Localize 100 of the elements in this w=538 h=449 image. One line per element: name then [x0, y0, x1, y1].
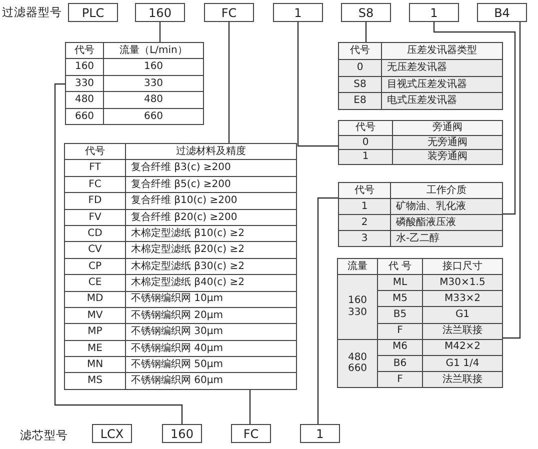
code-box: B4	[477, 3, 527, 22]
table-cell: ML	[378, 274, 422, 291]
table-cell: 160	[66, 58, 104, 76]
table-cell: ME	[64, 340, 126, 357]
table-cell: 复合纤维 β20(c) ≥200	[126, 209, 296, 226]
table-cell: MV	[64, 307, 126, 324]
connector-line	[297, 22, 338, 147]
table-cell: 0	[338, 135, 392, 150]
table-cell: 160 330	[338, 274, 378, 340]
code-box: LCX	[92, 424, 132, 443]
connector-line	[317, 197, 338, 424]
column-header: 代号	[66, 42, 104, 59]
table-cell: 木棉定型滤纸 β30(c) ≥2	[126, 258, 296, 275]
table-cell: FC	[64, 176, 126, 193]
table-cell: 660	[66, 108, 104, 124]
table-cell: E8	[338, 92, 382, 110]
table-cell: FV	[64, 209, 126, 226]
table-cell: CP	[64, 258, 126, 275]
table-cell: 法兰联接	[422, 323, 502, 340]
table-cell: 木棉定型滤纸 β40(c) ≥2	[126, 274, 296, 292]
table-cell: 磷酸酯液压液	[390, 214, 502, 230]
table-cell: 电式压差发讯器	[382, 92, 502, 110]
code-box: PLC	[68, 3, 118, 22]
table-cell: 480 660	[338, 339, 378, 388]
table-cell: B5	[378, 306, 422, 323]
table-cell: 不锈钢编织网 30μm	[126, 324, 296, 340]
table-cell: 复合纤维 β5(c) ≥200	[126, 176, 296, 193]
connector-line	[228, 22, 230, 143]
table-cell: 木棉定型滤纸 β20(c) ≥2	[126, 242, 296, 258]
column-header: 压差发讯器类型	[382, 42, 502, 60]
table-cell: B6	[378, 355, 422, 372]
table-cell: 不锈钢编织网 20μm	[126, 307, 296, 324]
table-cell: 复合纤维 β3(c) ≥200	[126, 160, 296, 176]
table-cell: M30×1.5	[422, 274, 502, 291]
table-cell: 480	[104, 92, 204, 108]
table-cell: S8	[338, 76, 382, 93]
table-cell: 2	[338, 214, 390, 230]
table-cell: M33×2	[422, 290, 502, 307]
table-cell: 装旁通阀	[392, 150, 502, 164]
table-cell: MN	[64, 356, 126, 373]
table-cell: M6	[378, 339, 422, 356]
table-cell: 不锈钢编织网 40μm	[126, 340, 296, 357]
column-header: 旁通阀	[392, 120, 502, 136]
row-label: 滤芯型号	[20, 428, 68, 443]
table-cell: 不锈钢编织网 50μm	[126, 356, 296, 373]
table-cell: MD	[64, 291, 126, 308]
table-cell: FT	[64, 160, 126, 176]
connector-line	[159, 22, 161, 42]
table-cell: 3	[338, 230, 390, 246]
table-cell: G1	[422, 306, 502, 323]
connector-line	[433, 22, 516, 215]
table-cell: 160	[104, 58, 204, 76]
column-header: 代 号	[378, 258, 422, 275]
code-box: 1	[273, 3, 323, 22]
table-cell: 无压差发讯器	[382, 59, 502, 76]
table-cell: M5	[378, 290, 422, 307]
table-cell: MS	[64, 372, 126, 390]
code-box: FC	[231, 424, 271, 443]
table-cell: F	[378, 371, 422, 388]
table-cell: 复合纤维 β10(c) ≥200	[126, 192, 296, 210]
column-header: 接口尺寸	[422, 258, 502, 275]
column-header: 过滤材料及精度	[126, 144, 296, 160]
table-cell: 不锈钢编织网 10μm	[126, 291, 296, 308]
table-cell: 330	[104, 75, 204, 92]
table-cell: 1	[338, 198, 390, 214]
column-header: 代号	[338, 120, 392, 136]
column-header: 流量	[338, 258, 378, 275]
connector-line	[54, 83, 183, 424]
connector-line	[502, 22, 521, 339]
code-box: S8	[341, 3, 391, 22]
column-header: 工作介质	[390, 182, 502, 198]
table-cell: 480	[66, 92, 104, 108]
table-cell: 无旁通阀	[392, 135, 502, 150]
table-cell: M42×2	[422, 339, 502, 356]
table-cell: G1 1/4	[422, 355, 502, 372]
table-cell: FD	[64, 192, 126, 210]
connector-line	[365, 22, 367, 42]
table-cell: 0	[338, 59, 382, 76]
code-box: 1	[409, 3, 459, 22]
table-cell: 目视式压差发讯器	[382, 76, 502, 93]
table-cell: 660	[104, 108, 204, 124]
table-cell: 1	[338, 150, 392, 164]
column-header: 代号	[338, 42, 382, 60]
column-header: 代号	[338, 182, 390, 198]
code-box: FC	[204, 3, 254, 22]
table-cell: 不锈钢编织网 60μm	[126, 372, 296, 390]
table-cell: 水-乙二醇	[390, 230, 502, 246]
table-cell: 法兰联接	[422, 371, 502, 388]
code-box: 1	[300, 424, 340, 443]
table-cell: 矿物油、乳化液	[390, 198, 502, 214]
table-cell: F	[378, 323, 422, 340]
table-cell: CE	[64, 274, 126, 292]
table-cell: CD	[64, 225, 126, 242]
row-label: 过滤器型号	[2, 5, 62, 20]
table-cell: CV	[64, 242, 126, 258]
code-box: 160	[162, 424, 202, 443]
column-header: 代号	[64, 144, 126, 160]
table-cell: 330	[66, 75, 104, 92]
table-cell: 木棉定型滤纸 β10(c) ≥2	[126, 225, 296, 242]
table-cell: MP	[64, 324, 126, 340]
